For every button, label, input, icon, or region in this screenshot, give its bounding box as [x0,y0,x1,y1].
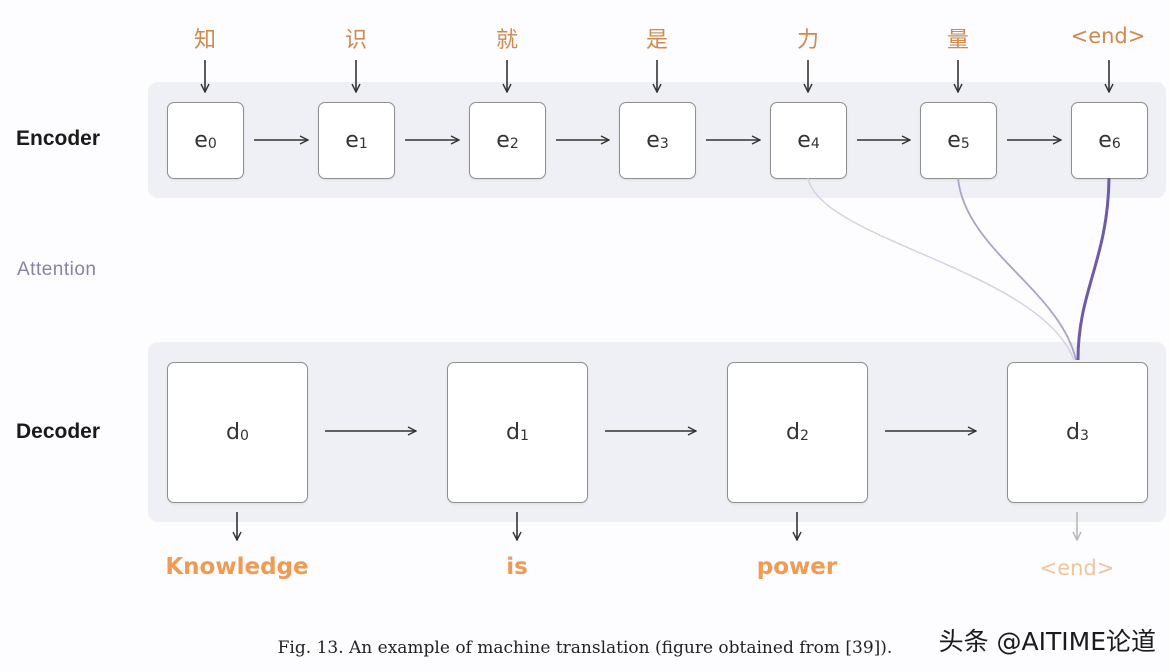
node-base: e [345,128,359,153]
node-base: e [194,128,208,153]
source-token: <end> [1070,24,1146,48]
node-base: e [496,128,510,153]
watermark-text: 头条 @AITIME论道 [938,627,1156,656]
node-subscript: 2 [509,135,519,152]
node-subscript: 1 [520,427,529,444]
node-subscript: 3 [659,135,669,152]
source-token: 识 [344,28,367,53]
encoder-label: Encoder [16,127,101,150]
output-token: <end> [1039,556,1115,580]
decoder-band [148,342,1166,522]
attention-label: Attention [17,259,97,280]
output-token: Knowledge [165,554,309,580]
decoder-label: Decoder [16,420,101,443]
node-base: d [786,420,801,445]
node-subscript: 2 [800,427,809,444]
source-token: 量 [946,28,969,53]
node-subscript: 4 [810,135,820,152]
node-subscript: 6 [1111,135,1121,152]
node-subscript: 0 [207,135,217,152]
node-base: d [506,420,521,445]
attention-line-strong [1076,177,1111,361]
attention-line-medium [957,177,1077,361]
output-token: is [506,554,528,580]
figure-caption: Fig. 13. An example of machine translati… [277,638,893,658]
node-base: e [947,128,961,153]
node-base: e [1098,128,1112,153]
node-base: d [1066,420,1081,445]
node-base: e [646,128,660,153]
node-base: e [797,128,811,153]
source-token: 是 [645,28,668,53]
source-token: 力 [796,28,819,53]
node-base: d [226,420,241,445]
output-token: power [756,554,838,580]
source-token: 就 [495,28,518,53]
node-subscript: 0 [240,427,249,444]
node-subscript: 1 [358,135,368,152]
node-subscript: 3 [1080,427,1089,444]
source-token: 知 [193,28,216,53]
node-subscript: 5 [960,135,970,152]
attention-line-weak [807,177,1075,361]
